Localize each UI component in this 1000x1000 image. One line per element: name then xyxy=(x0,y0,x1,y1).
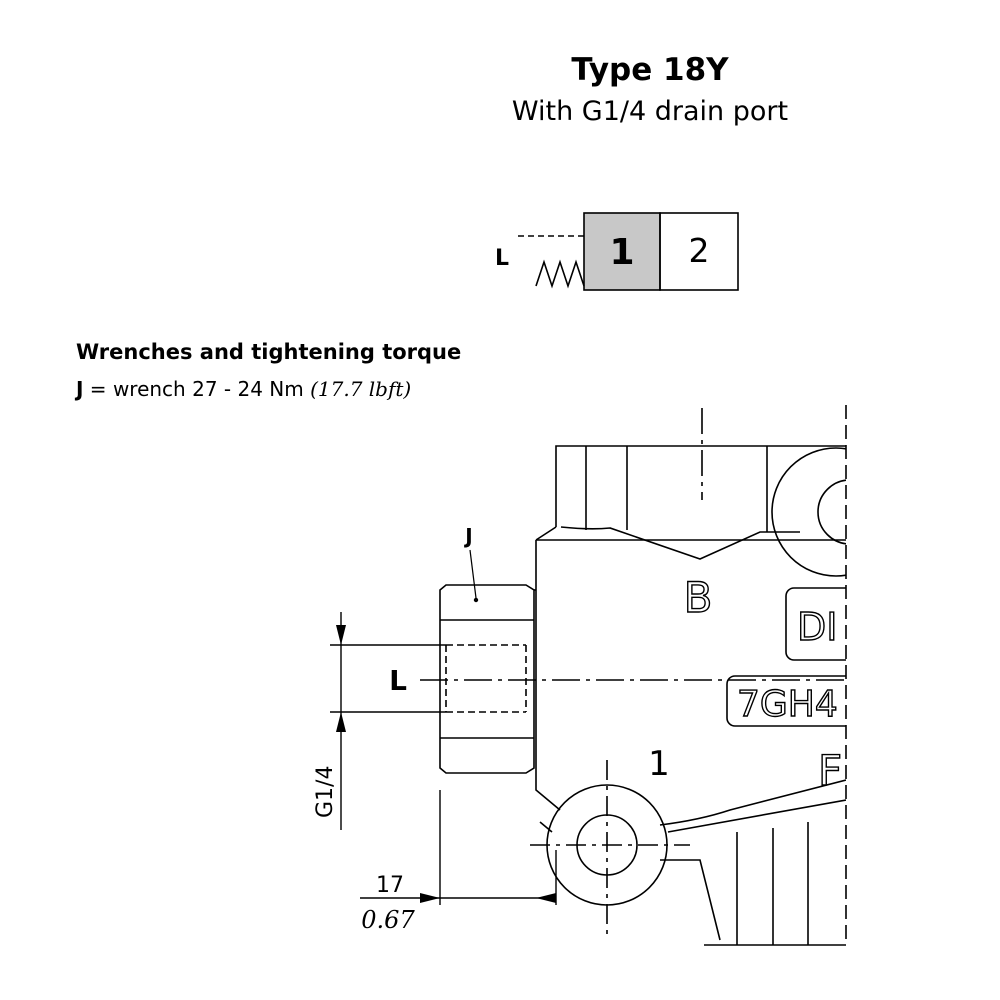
port-1-label: 1 xyxy=(648,744,670,784)
wrench-leader-line xyxy=(469,549,477,599)
wrench-torque-heading: Wrenches and tightening torque xyxy=(76,340,462,364)
symbol-position-1-label: 1 xyxy=(609,232,634,273)
lower-notch-left xyxy=(539,821,553,833)
width-arrow-left xyxy=(420,893,440,903)
port-f-label: F xyxy=(818,746,842,795)
top-boss-outline xyxy=(555,445,846,527)
symbol-position-2-label: 2 xyxy=(689,231,710,270)
diagram-subtitle: With G1/4 drain port xyxy=(511,96,789,127)
marking-plate-2-text: 7GH4 xyxy=(737,684,838,725)
valve-body-drawing xyxy=(420,408,846,946)
top-chamfer xyxy=(535,526,557,541)
width-arrow-right xyxy=(536,893,556,903)
thread-arrow-top xyxy=(336,625,346,645)
spring-icon xyxy=(535,259,585,289)
marking-plate-1-text: DI xyxy=(797,605,837,649)
port-b-label: B xyxy=(684,573,713,622)
thread-dimension xyxy=(330,612,446,830)
upper-port-inner xyxy=(817,479,846,545)
marking-plate-1 xyxy=(785,587,846,661)
thread-arrow-bottom xyxy=(336,712,346,732)
hex-plug-outline xyxy=(439,584,535,774)
wrench-torque-imperial: (17.7 lbft) xyxy=(310,377,412,401)
diagram-title: Type 18Y xyxy=(571,52,729,88)
wrench-tag: J xyxy=(463,524,472,548)
main-block-left-edge xyxy=(535,540,561,811)
valve-symbol xyxy=(518,212,739,291)
drain-port-tag: L xyxy=(389,664,407,697)
drain-plug-drawing xyxy=(439,584,536,774)
width-dim-imperial: 0.67 xyxy=(361,906,415,934)
symbol-drain-label: L xyxy=(495,246,509,271)
wrench-torque-label: J xyxy=(76,377,84,401)
wrench-torque-value: wrench 27 - 24 Nm xyxy=(112,377,311,401)
wrench-torque-line: J = wrench 27 - 24 Nm (17.7 lbft) xyxy=(76,377,411,401)
width-dim-metric: 17 xyxy=(376,873,404,898)
symbol-position-2-box xyxy=(659,212,739,291)
lower-right-fillet xyxy=(660,859,721,941)
upper-port-outer xyxy=(771,447,846,577)
thread-size-label: G1/4 xyxy=(313,766,338,818)
lower-right-contour-2 xyxy=(667,799,846,833)
symbol-position-1-box xyxy=(583,212,661,291)
wrench-torque-equals: = xyxy=(83,377,113,401)
marking-plate-2 xyxy=(726,675,846,727)
wrench-leader-dot xyxy=(473,597,479,603)
top-boss-notch xyxy=(560,526,800,560)
lower-right-contour xyxy=(659,779,846,826)
